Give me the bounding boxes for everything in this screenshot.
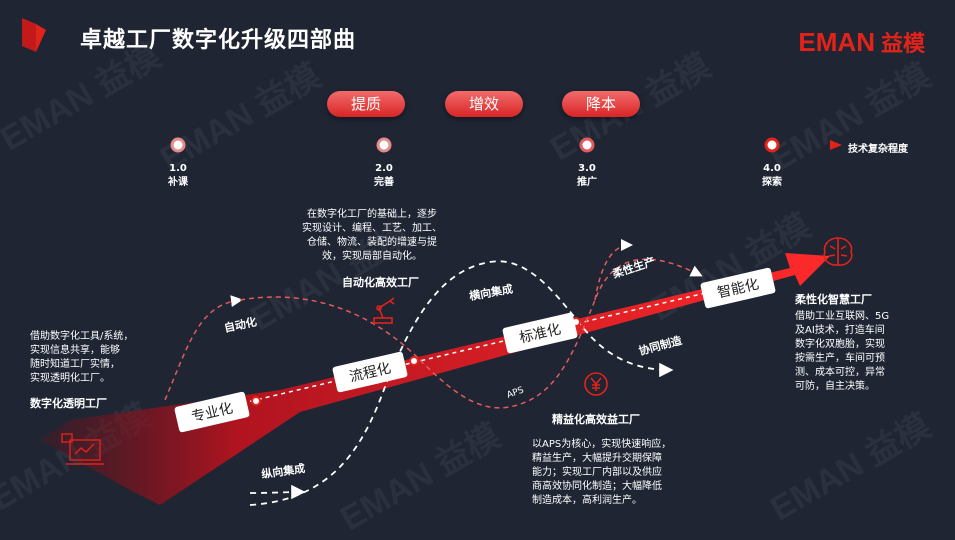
automation-curve (239, 296, 421, 361)
desc-line: 可防，自主决策。 (795, 381, 875, 392)
level-dot-4 (764, 137, 780, 153)
level-name: 补课 (168, 177, 188, 188)
level-num: 2.0 (375, 163, 393, 174)
level-num: 4.0 (763, 163, 781, 174)
automation-desc: 在数字化工厂的基础上，逐步 实现设计、编程、工艺、加工、 仓储、物流、装配的增速… (302, 208, 442, 264)
logo-cn: 益模 (880, 32, 925, 57)
page-title: 卓越工厂数字化升级四部曲 (80, 28, 357, 53)
growth-arrow (40, 253, 830, 505)
curve-label-automation: 自动化 (223, 314, 258, 335)
main-dashed-curve (249, 260, 674, 506)
level-1: 1.0 补课 (138, 162, 218, 190)
smart-title: 柔性化智慧工厂 (795, 293, 872, 306)
level-name: 完善 (374, 177, 394, 188)
diagram-canvas: 专业化 流程化 标准化 智能化 自动化 横向集成 柔性生产 协同制造 APS 纵… (40, 137, 853, 506)
desc-line: 借助工业互联网、5G (795, 311, 890, 322)
pill-cost: 降本 (562, 91, 640, 117)
lean-title: 精益化高效益工厂 (552, 413, 640, 426)
curve-label-collab: 协同制造 (637, 333, 684, 358)
level-4: 4.0 探索 (732, 162, 812, 190)
desc-line: 借助数字化工具/系统， (30, 331, 134, 342)
desc-line: 在数字化工厂的基础上，逐步 (307, 209, 437, 220)
lower-dashed-curve (250, 483, 308, 491)
level-dot-3 (579, 137, 595, 153)
transparent-desc: 借助数字化工具/系统， 实现信息共享，能够 随时知道工厂实情， 实现透明化工厂。 (30, 330, 133, 386)
yen-coin-icon (584, 372, 608, 396)
desc-line: 实现信息共享，能够 (30, 345, 120, 356)
corner-logo-mark (22, 18, 46, 52)
level-dot-2 (376, 137, 392, 153)
robot-arm-icon (373, 297, 395, 324)
desc-line: 按需生产，车间可预 (795, 353, 885, 364)
level-3: 3.0 推广 (547, 162, 627, 190)
desc-line: 以APS为核心，实现快速响应， (532, 439, 672, 450)
stage-box-1 (174, 391, 250, 433)
flex-curve (594, 239, 633, 301)
desc-line: 实现透明化工厂。 (30, 373, 110, 384)
desc-line: 商高效协同化制造；大幅降低 (532, 481, 662, 492)
stage-dot (409, 356, 419, 366)
transparent-title: 数字化透明工厂 (30, 397, 107, 410)
bottom-curve (249, 484, 306, 500)
logo-text: EMAN (798, 27, 875, 57)
brain-icon (823, 237, 853, 266)
upper-dashed-curve (164, 295, 243, 401)
desc-line: 实现设计、编程、工艺、加工、 (302, 223, 442, 234)
curve-label-aps: APS (506, 385, 526, 400)
level-2: 2.0 完善 (344, 162, 424, 190)
desc-line: 数字化双胞胎，实现 (795, 339, 885, 350)
smart-desc: 借助工业互联网、5G 及AI技术，打造车间 数字化双胞胎，实现 按需生产，车间可… (795, 310, 889, 394)
desc-line: 能力；实现工厂内部以及供应 (532, 467, 662, 478)
desc-line: 精益生产，大幅提升交期保障 (532, 453, 662, 464)
laptop-chart-icon (61, 433, 104, 465)
automation-title: 自动化高效工厂 (342, 276, 419, 289)
arrow-centerline (179, 279, 761, 419)
desc-line: 效，实现局部自动化。 (322, 251, 422, 262)
desc-line: 及AI技术，打造车间 (795, 325, 885, 336)
curve-label-flexible: 柔性生产 (610, 254, 657, 281)
stage-box-2 (332, 351, 408, 393)
curve-label-horizontal: 横向集成 (468, 282, 514, 303)
level-dot-1 (170, 137, 186, 153)
desc-line: 随时知道工厂实情， (30, 359, 120, 370)
desc-line: 制造成本，高利润生产。 (532, 495, 642, 506)
pill-quality: 提质 (327, 91, 405, 117)
stage-box-4 (700, 267, 776, 309)
pill-efficiency: 增效 (445, 91, 523, 117)
lean-desc: 以APS为核心，实现快速响应， 精益生产，大幅提升交期保障 能力；实现工厂内部以… (532, 438, 671, 508)
level-name: 探索 (762, 177, 782, 188)
desc-line: 测、成本可控，异常 (795, 367, 885, 378)
level-name: 推广 (577, 177, 597, 188)
stage-box-3 (502, 312, 578, 354)
stage-dot (251, 396, 261, 406)
axis-label: 技术复杂程度 (848, 144, 908, 155)
desc-line: 仓储、物流、装配的增速与提 (307, 237, 437, 248)
level-num: 1.0 (169, 163, 187, 174)
level-num: 3.0 (578, 163, 596, 174)
curve-label-vertical: 纵向集成 (260, 461, 306, 481)
axis-arrowhead (830, 140, 842, 150)
